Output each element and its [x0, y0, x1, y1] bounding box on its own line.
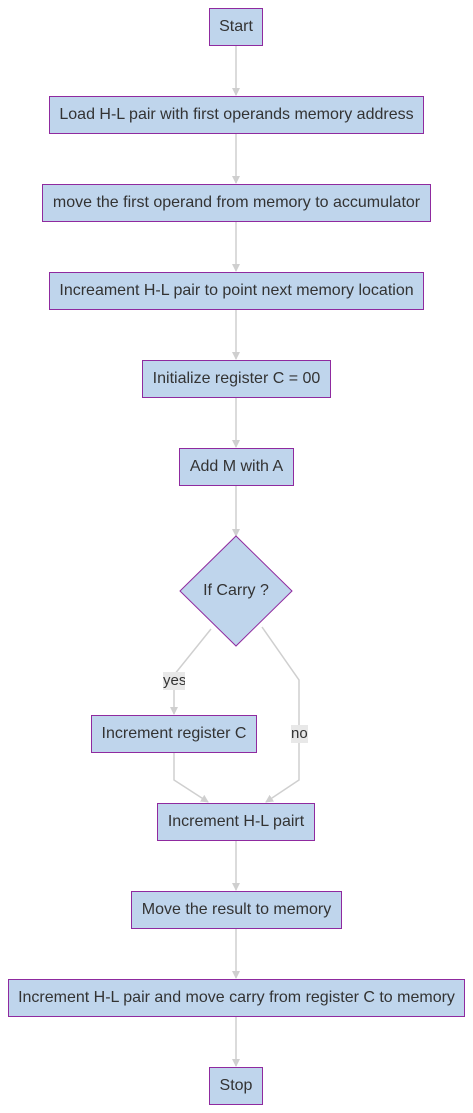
start-node: Start [209, 8, 263, 46]
edge-incc-to-inchl [173, 753, 209, 803]
no-edge-label: no [291, 725, 308, 743]
load-hl-label: Load H-L pair with first operands memory… [59, 106, 414, 123]
move-first-operand-node: move the first operand from memory to ac… [42, 184, 431, 222]
decision-diamond-shape [179, 535, 293, 647]
init-register-c-node: Initialize register C = 00 [142, 360, 331, 398]
increment-register-c-label: Increment register C [101, 725, 247, 742]
increment-hl-pairt-node: Increment H-L pairt [157, 803, 315, 841]
increment-hl-pairt-label: Increment H-L pairt [167, 813, 305, 830]
load-hl-node: Load H-L pair with first operands memory… [49, 96, 424, 134]
stop-label: Stop [219, 1077, 253, 1094]
increament-hl-label: Increament H-L pair to point next memory… [59, 282, 414, 299]
move-result-label: Move the result to memory [141, 901, 332, 918]
move-first-operand-label: move the first operand from memory to ac… [52, 194, 421, 211]
increment-hl-carry-label: Increment H-L pair and move carry from r… [18, 989, 455, 1006]
if-carry-decision: If Carry ? [180, 536, 292, 646]
start-label: Start [219, 18, 253, 35]
increament-hl-node: Increament H-L pair to point next memory… [49, 272, 424, 310]
add-m-node: Add M with A [179, 448, 294, 486]
increment-register-c-node: Increment register C [91, 715, 257, 753]
stop-node: Stop [209, 1067, 263, 1105]
yes-edge-label: yes [163, 672, 185, 690]
add-m-label: Add M with A [189, 458, 284, 475]
if-carry-label: If Carry ? [203, 582, 269, 599]
edge-carry-no [261, 626, 300, 803]
increment-hl-carry-node: Increment H-L pair and move carry from r… [8, 979, 465, 1017]
init-register-c-label: Initialize register C = 00 [152, 370, 321, 387]
move-result-node: Move the result to memory [131, 891, 342, 929]
